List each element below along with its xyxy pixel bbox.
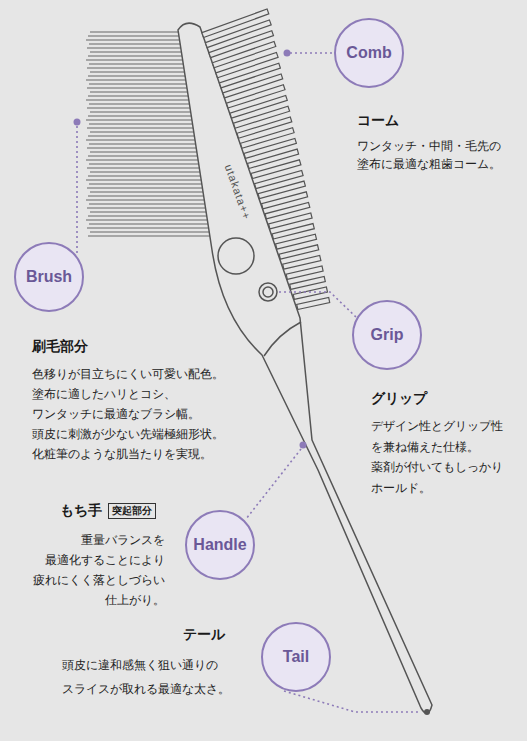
bristle-stroke (88, 116, 193, 117)
bristle-stroke (86, 220, 209, 221)
bristle-stroke (90, 232, 211, 233)
node-text: Comb (346, 44, 391, 62)
bristle-stroke (86, 100, 191, 101)
bristle-stroke (89, 124, 195, 125)
bristle-stroke (87, 68, 186, 69)
bristle-stroke (90, 192, 205, 193)
bristle-stroke (90, 52, 183, 53)
bristle-stroke (86, 120, 194, 121)
bristle-stroke (89, 204, 207, 205)
bristle-stroke (87, 108, 192, 109)
bristle-stroke (89, 224, 210, 225)
part-description: ワンタッチ・中間・毛先の 塗布に最適な粗歯コーム。 (357, 137, 513, 173)
bristle-stroke (88, 36, 181, 37)
bristle-stroke (88, 196, 206, 197)
bristle-stroke (86, 60, 185, 61)
node-text: 突起部分 (112, 505, 152, 517)
bristle-stroke (89, 64, 185, 65)
comb-circle: Comb (334, 18, 404, 88)
bristle-stroke (87, 148, 198, 149)
part-description: 頭皮に違和感無く狙い通りの スライスが取れる最適な太さ。 (62, 653, 244, 701)
leader-dot (74, 119, 81, 126)
handle-circle: Handle (185, 510, 255, 580)
bristle-stroke (86, 200, 206, 201)
bristle-stroke (88, 76, 187, 77)
bristle-stroke (90, 132, 196, 133)
bristle-stroke (88, 236, 212, 237)
comb-tooth (286, 266, 323, 279)
bristle-stroke (89, 184, 204, 185)
bristle-stroke (89, 164, 201, 165)
bristle-stroke (90, 72, 186, 73)
bristle-stroke (86, 180, 203, 181)
comb-tooth (297, 298, 330, 310)
bristle-stroke (87, 48, 183, 49)
grip-window (218, 238, 254, 274)
part-description: 重量バランスを 最適化することにより 疲れにくく落としづらい 仕上がり。 (18, 530, 165, 610)
part-heading: コーム (357, 112, 399, 130)
bristle-stroke (89, 104, 191, 105)
leader-line (290, 52, 333, 54)
part-heading: 刷毛部分 (32, 338, 88, 356)
bristle-stroke (86, 160, 200, 161)
leader-line (284, 691, 420, 712)
tag-box: 突起部分 (108, 503, 156, 519)
bristle-stroke (89, 84, 188, 85)
node-text: Grip (371, 326, 404, 344)
grip-button (259, 283, 277, 301)
part-heading: グリップ (371, 390, 427, 408)
bristle-stroke (87, 88, 189, 89)
bristle-stroke (86, 140, 197, 141)
leader-dot (300, 442, 307, 449)
bristle-stroke (87, 168, 201, 169)
node-text: Handle (193, 536, 246, 554)
bristle-stroke (87, 128, 195, 129)
bristle-stroke (88, 96, 190, 97)
bristle-stroke (87, 228, 211, 229)
part-description: 色移りが目立ちにくい可愛い配色。 塗布に適したハリとコシ、 ワンタッチに最適なブ… (32, 364, 237, 464)
bristle-stroke (90, 172, 202, 173)
bristle-stroke (88, 136, 196, 137)
bristle-stroke (88, 216, 209, 217)
handle-joint (264, 322, 301, 356)
part-description: デザイン性とグリップ性 を兼ね備えた仕様。 薬剤が付いてもしっかり ホールド。 (371, 416, 517, 498)
node-text: Brush (26, 268, 72, 286)
bristle-stroke (86, 80, 188, 81)
leader-line (246, 449, 301, 519)
part-heading: テール (183, 626, 225, 644)
bristle-stroke (89, 144, 198, 145)
bristle-stroke (88, 176, 203, 177)
bristle-stroke (88, 56, 184, 57)
brush-circle: Brush (14, 242, 84, 312)
comb-teeth (202, 9, 330, 310)
bristle-stroke (90, 152, 199, 153)
leader-line (279, 292, 357, 318)
grip-button-inner (263, 287, 273, 297)
bristle-stroke (90, 92, 190, 93)
node-text: Tail (283, 648, 309, 666)
bristle-stroke (90, 212, 208, 213)
bristle-stroke (90, 32, 180, 33)
bristle-stroke (88, 156, 199, 157)
grip-circle: Grip (352, 300, 422, 370)
bristle-stroke (89, 44, 182, 45)
leader-line (76, 126, 78, 255)
bristle-stroke (90, 112, 193, 113)
comb-tooth (290, 277, 326, 290)
comb-tooth (293, 287, 327, 299)
bristle-stroke (86, 40, 182, 41)
bristle-stroke (87, 188, 204, 189)
tail-tip (424, 709, 430, 715)
leader-dot (284, 50, 291, 57)
bristle-stroke (87, 208, 208, 209)
tail-circle: Tail (261, 622, 331, 692)
part-heading: もち手 (60, 502, 102, 520)
